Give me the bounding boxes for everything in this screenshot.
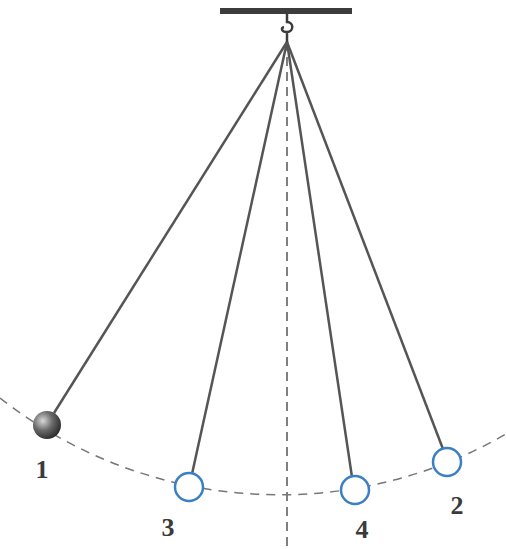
bob-positions bbox=[175, 448, 461, 504]
strings bbox=[54, 42, 443, 477]
vertical-axis bbox=[286, 42, 288, 549]
callout-number: 4 bbox=[356, 517, 369, 543]
callout-number: 3 bbox=[162, 515, 175, 541]
hook bbox=[282, 14, 292, 42]
bob-position bbox=[175, 473, 203, 501]
bob-position bbox=[341, 476, 369, 504]
callout-number: 2 bbox=[451, 493, 464, 519]
string bbox=[287, 42, 443, 449]
ceiling-bar bbox=[220, 8, 352, 14]
string bbox=[192, 42, 287, 474]
pendulum-bob bbox=[33, 411, 61, 439]
string bbox=[287, 42, 352, 477]
string bbox=[54, 42, 287, 413]
callout-number: 1 bbox=[36, 457, 49, 483]
bob-position bbox=[433, 448, 461, 476]
